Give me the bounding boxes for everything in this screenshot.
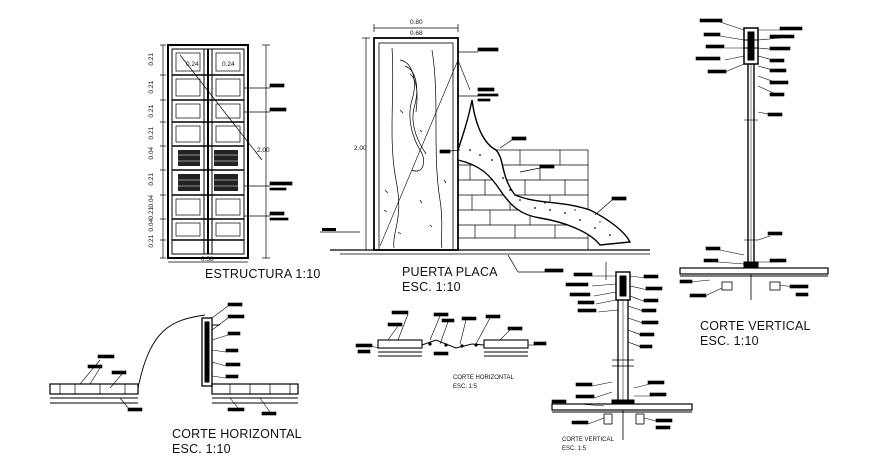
estructura-dim-left-10: 0.21 [148, 234, 156, 248]
puerta-placa-drawing [320, 24, 650, 273]
estructura-drawing [160, 44, 293, 263]
estructura-dim-left-5: 0.04 [148, 146, 156, 160]
estructura-dim-left-2: 0.21 [148, 80, 156, 94]
estructura-dim-left-1: 0.21 [148, 52, 156, 66]
estructura-dim-top-a: 0.24 [186, 61, 199, 68]
corte-vertical-small-drawing [551, 262, 693, 440]
estructura-dim-height: 2.00 [257, 147, 270, 154]
puerta-placa-title: PUERTA PLACA [402, 265, 498, 279]
estructura-dim-left-9: 0.04 [148, 218, 156, 232]
estructura-dim-top-b: 0.24 [222, 61, 235, 68]
corte-vertical-small-scale: ESC. 1:5 [562, 446, 587, 452]
door-height: 2.00 [354, 145, 367, 152]
corte-vertical-title: CORTE VERTICAL [700, 319, 811, 333]
corte-horizontal-small-drawing [355, 310, 547, 357]
estructura-dim-bottom: 0.58 [201, 256, 214, 263]
corte-vertical-small-title: CORTE VERTICAL [562, 437, 614, 443]
corte-horizontal-drawing [49, 302, 299, 416]
estructura-dim-left-3: 0.21 [148, 104, 156, 118]
corte-horizontal-small-title: CORTE HORIZONTAL [453, 375, 514, 381]
door-width-2: 0.68 [410, 30, 423, 37]
puerta-placa-scale: ESC. 1:10 [402, 280, 461, 294]
door-width-1: 0.80 [410, 19, 423, 26]
corte-vertical-drawing [679, 18, 829, 300]
corte-horizontal-title: CORTE HORIZONTAL [172, 427, 302, 441]
estructura-title: ESTRUCTURA 1:10 [205, 267, 321, 281]
corte-vertical-scale: ESC. 1:10 [700, 334, 759, 348]
corte-horizontal-small-scale: ESC. 1:5 [453, 384, 478, 390]
estructura-dim-left-4: 0.21 [148, 126, 156, 140]
corte-horizontal-scale: ESC. 1:10 [172, 442, 231, 456]
estructura-dim-left-6: 0.21 [148, 172, 156, 186]
